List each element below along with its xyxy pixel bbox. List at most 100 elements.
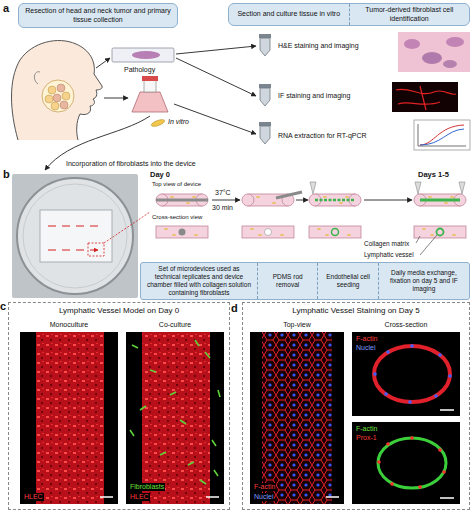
micrograph-images bbox=[352, 422, 460, 504]
flow-arrows bbox=[212, 200, 240, 201]
part-label: Collagen matrix bbox=[364, 240, 409, 248]
step-box: Resection of head and neck tumor and pri… bbox=[18, 3, 178, 28]
flow-arrows bbox=[176, 46, 256, 54]
micrograph-images bbox=[386, 442, 390, 446]
slide-icon bbox=[112, 48, 174, 62]
device-schematic bbox=[437, 229, 444, 236]
micrograph-images bbox=[410, 436, 414, 440]
panel-heading: Lymphatic Vessel Staining on Day 5 bbox=[243, 306, 469, 316]
head-illustration bbox=[62, 92, 70, 100]
head-illustration bbox=[12, 41, 103, 140]
head-illustration bbox=[45, 95, 53, 103]
micrograph-images bbox=[434, 394, 438, 398]
micrograph-images bbox=[142, 332, 210, 504]
device-photo bbox=[88, 243, 104, 256]
step-text: Tumor-derived fibroblast cell identifica… bbox=[349, 4, 470, 25]
panel-letter: c bbox=[0, 300, 6, 313]
step-box: Set of microdevices used as technical re… bbox=[140, 262, 470, 300]
device-schematic bbox=[420, 199, 460, 202]
flask-icon bbox=[132, 76, 168, 128]
micrograph-images bbox=[352, 332, 460, 416]
tube-icons bbox=[259, 122, 271, 144]
micrograph-images bbox=[326, 496, 339, 498]
he-image bbox=[446, 37, 464, 47]
step-text: Endothelial cell seeding bbox=[317, 263, 377, 299]
micrograph-images bbox=[438, 448, 442, 452]
device-photo bbox=[23, 184, 127, 288]
device-schematic bbox=[416, 235, 437, 255]
device-photo bbox=[104, 212, 150, 243]
step-box: Section and culture tissue in vitroTumor… bbox=[228, 3, 470, 26]
panel-letter: a bbox=[3, 2, 9, 15]
head-illustration bbox=[51, 102, 59, 110]
day-label: Day 0 bbox=[150, 170, 170, 179]
slide-icon bbox=[112, 48, 174, 62]
step-label: RNA extraction for RT-qPCR bbox=[278, 132, 367, 140]
device-schematic bbox=[156, 182, 466, 255]
head-illustration bbox=[53, 94, 61, 102]
micrograph-images bbox=[440, 497, 454, 499]
he-image bbox=[398, 32, 470, 72]
condition-label: 30 min bbox=[212, 204, 233, 212]
stain-label: F-actin bbox=[355, 335, 378, 343]
head-illustration bbox=[48, 86, 56, 94]
stain-label: F-actin bbox=[355, 425, 378, 433]
flow-arrows bbox=[96, 58, 110, 68]
device-schematic bbox=[309, 194, 361, 238]
step-text: Section and culture tissue in vitro bbox=[229, 4, 349, 25]
head-illustration bbox=[60, 101, 68, 109]
micrograph-images bbox=[377, 460, 381, 464]
micrograph-images bbox=[408, 400, 412, 404]
micrograph: Co-cultureFibroblastsHLEC bbox=[126, 332, 224, 504]
he-image bbox=[404, 39, 420, 49]
micrograph-images bbox=[378, 438, 446, 488]
panel-heading: Cross-section bbox=[352, 321, 460, 329]
step-text: PDMS rod removal bbox=[257, 263, 317, 299]
micrograph-images bbox=[36, 332, 104, 504]
device-schematic bbox=[242, 194, 294, 238]
step-text: Set of microdevices used as technical re… bbox=[141, 263, 257, 299]
micrograph: F-actinProx-1 bbox=[352, 422, 460, 504]
micrograph-images bbox=[20, 332, 460, 504]
step-label: IF staining and imaging bbox=[278, 92, 350, 100]
step-label: H&E staining and imaging bbox=[278, 42, 359, 50]
stain-label: Fibroblasts bbox=[129, 483, 165, 491]
if-image bbox=[392, 82, 458, 112]
step-text: Daily media exchange, fixation on day 5 … bbox=[378, 263, 469, 299]
micrograph-images bbox=[390, 482, 394, 486]
device-schematic bbox=[414, 194, 466, 238]
if-image bbox=[396, 86, 456, 110]
if-image bbox=[392, 82, 458, 112]
panel-heading: Co-culture bbox=[126, 321, 224, 329]
step-label: Pathology bbox=[124, 66, 155, 74]
flask-icon bbox=[142, 76, 158, 81]
panel-heading: Monoculture bbox=[20, 321, 118, 329]
flask-icon bbox=[132, 92, 168, 112]
device-photo bbox=[12, 174, 138, 298]
panel-heading: Lymphatic Vessel Model on Day 0 bbox=[9, 306, 229, 316]
device-photo bbox=[48, 226, 98, 250]
flask-icon bbox=[144, 80, 156, 92]
micrograph-images bbox=[374, 346, 450, 402]
micrograph-images bbox=[418, 485, 422, 489]
head-illustration bbox=[42, 80, 74, 112]
device-schematic bbox=[179, 229, 186, 236]
panel-heading: Top-view bbox=[250, 321, 344, 329]
micrograph-images bbox=[250, 332, 344, 504]
stain-label: Nuclei bbox=[355, 344, 376, 352]
day-label: Days 1-5 bbox=[418, 170, 449, 179]
pcr-graph bbox=[418, 124, 466, 146]
micrograph: Cross-sectionF-actinNuclei bbox=[352, 332, 460, 416]
condition-label: 37°C bbox=[215, 189, 231, 197]
tube-icons bbox=[259, 34, 271, 144]
panel-letter: b bbox=[3, 168, 10, 181]
device-photo bbox=[40, 210, 112, 262]
step-text: Resection of head and neck tumor and pri… bbox=[24, 7, 172, 24]
panel-frame: Lymphatic Vessel Model on Day 0 Monocultu… bbox=[8, 302, 230, 510]
pcr-graph bbox=[414, 120, 470, 150]
part-label: Lymphatic vessel bbox=[364, 251, 414, 259]
he-image bbox=[422, 52, 442, 64]
micrograph-images bbox=[440, 409, 454, 411]
device-schematic bbox=[315, 199, 355, 202]
